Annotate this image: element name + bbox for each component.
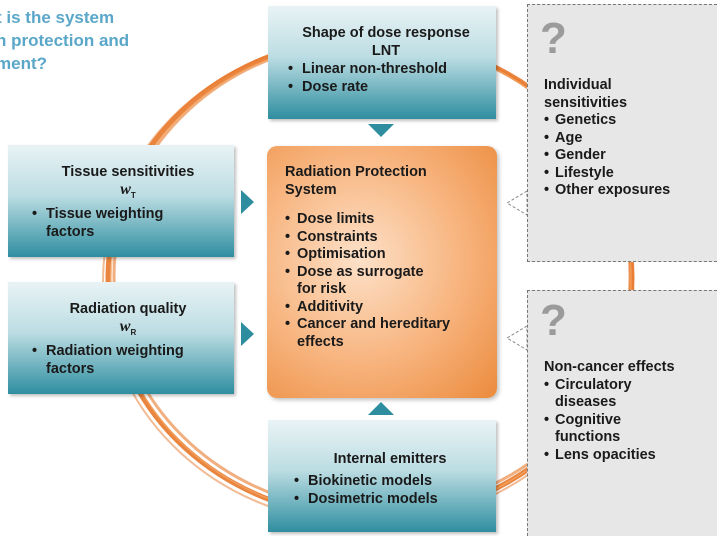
list-item: Tissue weighting factors [32, 205, 196, 241]
list-item: Lens opacities [544, 447, 709, 465]
question-mark-icon: ? [540, 296, 567, 345]
list-item: Other exposures [544, 182, 709, 200]
radiation-protection-system-box: Radiation Protection System Dose limits … [267, 146, 497, 398]
list-item: Additivity [285, 299, 483, 317]
list-item: Dose as surrogate for risk [285, 264, 437, 299]
list-item: Cognitive functions [544, 412, 645, 447]
list-item: Cancer and hereditary effects [285, 316, 467, 351]
question-mark-icon: ? [540, 14, 567, 63]
title-line-2: n protection and [0, 31, 130, 50]
dose-response-subheading: LNT [371, 43, 401, 59]
list-item: Dosimetric models [294, 490, 486, 508]
list-item: Dose rate [288, 78, 486, 96]
list-item: Radiation weighting factors [32, 342, 216, 378]
list-item: Linear non-threshold [288, 60, 486, 78]
up-arrow-icon [368, 402, 394, 415]
tissue-heading: Tissue sensitivities [61, 164, 195, 180]
dashed-left-arrow-icon [506, 190, 528, 216]
individual-heading: Individual sensitivities [544, 77, 628, 111]
radiation-quality-box: Radiation quality wR Radiation weighting… [8, 282, 234, 394]
individual-sensitivities-box: ? Individual sensitivities Genetics Age … [527, 4, 717, 262]
dashed-left-arrow-icon [506, 325, 528, 351]
tissue-weight-symbol: wT [120, 181, 136, 201]
list-item: Constraints [285, 229, 483, 247]
list-item: Gender [544, 147, 709, 165]
radiation-heading: Radiation quality [69, 301, 187, 317]
internal-emitters-box: Internal emitters Biokinetic models Dosi… [268, 420, 496, 532]
list-item: Lifestyle [544, 165, 709, 183]
dose-response-box: Shape of dose response LNT Linear non-th… [268, 6, 496, 119]
title-line-3: ment? [0, 54, 47, 73]
list-item: Genetics [544, 112, 709, 130]
center-heading: Radiation Protection System [285, 164, 427, 198]
list-item: Age [544, 130, 709, 148]
list-item: Biokinetic models [294, 472, 486, 490]
radiation-weight-symbol: wR [119, 318, 137, 338]
list-item: Dose limits [285, 211, 483, 229]
list-item: Circulatory diseases [544, 377, 645, 412]
dose-response-heading: Shape of dose response [302, 25, 470, 41]
right-arrow-icon [241, 190, 254, 214]
down-arrow-icon [368, 124, 394, 137]
diagram-title: t is the system n protection and ment? [0, 6, 206, 75]
right-arrow-icon [241, 322, 254, 346]
noncancer-heading: Non-cancer effects [544, 359, 675, 375]
tissue-sensitivities-box: Tissue sensitivities wT Tissue weighting… [8, 145, 234, 257]
list-item: Optimisation [285, 246, 483, 264]
title-line-1: t is the system [0, 8, 115, 27]
internal-emitters-heading: Internal emitters [333, 451, 447, 467]
non-cancer-effects-box: ? Non-cancer effects Circulatory disease… [527, 290, 717, 536]
